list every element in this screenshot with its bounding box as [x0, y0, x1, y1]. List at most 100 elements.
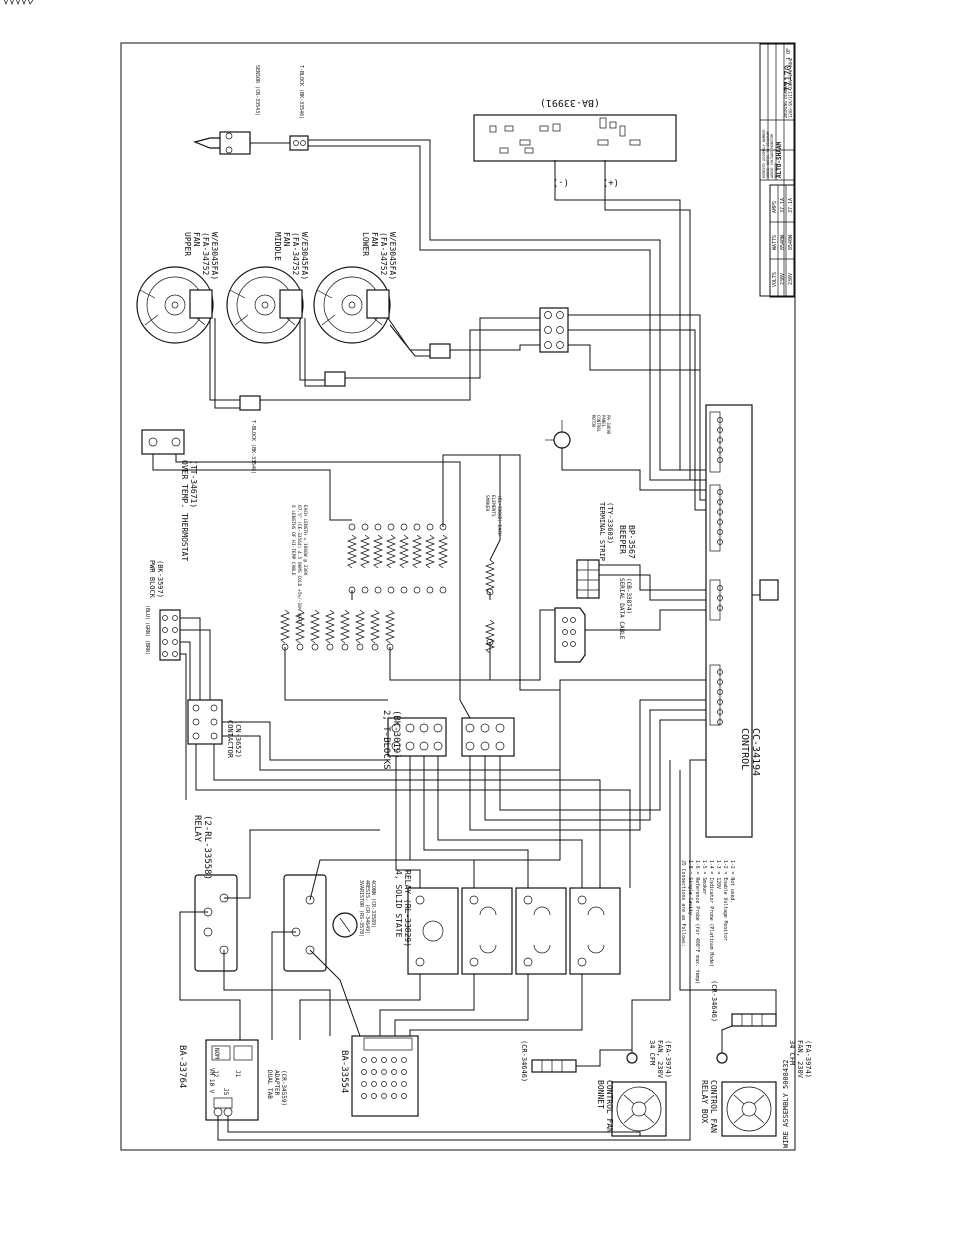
vm-label: VM 10 V — [208, 1068, 215, 1094]
relay-fan-label-1: RELAY BOX — [700, 1080, 709, 1124]
pwr-block — [159, 609, 181, 661]
ba-left-label: BA-33764 — [177, 1045, 187, 1088]
j5-note-7: 1-2 = Enable Voltage Monitor — [722, 860, 728, 941]
wire-blu: (BLU) — [144, 605, 150, 620]
nom-label: NOM — [213, 1048, 220, 1059]
middle-fan-line3: (FA-34752 — [291, 232, 300, 276]
upper-fan-line4: W/E3045FA) — [210, 232, 219, 280]
ssr-label-1: 4, SOLID STATE — [394, 870, 403, 938]
dual-tab-label-3: (CR-34559) — [280, 1070, 287, 1106]
cr-connector-right — [731, 1013, 777, 1027]
relay-spec-2: FAN, 230V — [796, 1040, 804, 1079]
upper-fan-line2: FAN — [192, 232, 201, 247]
ratings-header-amps: AMPS — [772, 201, 778, 213]
board-ba-33991 — [473, 114, 677, 162]
j2-label: J2 — [212, 1070, 219, 1078]
pwr-block-label-2: (BK-3597) — [156, 560, 164, 598]
smoker-note-3: (EL-33662) EACH — [496, 495, 502, 536]
varistor-label-3: 4CONN (CR-33589) — [370, 880, 376, 928]
lower-fan-line1: LOWER — [361, 232, 370, 256]
drawing-title: ZWIRING DIAGRAM — [783, 81, 788, 118]
ratings-row2-amps: 37.1A — [788, 198, 794, 213]
bonnet-control-fan — [611, 1052, 667, 1137]
control-label-2: CC-34194 — [750, 728, 761, 776]
motor-note-2: CONTROL — [596, 415, 601, 432]
bonnet-spec-1: 34 CFM — [648, 1040, 656, 1065]
tblocks-label-2: (BK-3019) — [391, 710, 401, 759]
upper-fan — [136, 266, 214, 344]
middle-fan-line2: FAN — [282, 232, 291, 247]
middle-fan-line1: MIDDLE — [273, 232, 282, 261]
thermostat-label-1: OVER TEMP. THERMOSTAT — [180, 460, 189, 561]
t-blocks — [387, 717, 515, 757]
neg-polarity: (-) — [553, 177, 569, 187]
motor-note-3: PANEL — [601, 415, 606, 428]
relay — [194, 874, 238, 972]
varistor-label-1: 3VARISTOR (RS-3578) — [358, 880, 364, 937]
cr-right-label: (CR-34646) — [710, 980, 718, 1022]
heater-note-2: 67.5" (CE-33564) 4.5 OHMS COLD +5%/-10% … — [296, 505, 302, 624]
pwr-block-label-1: PWR BLOCK — [148, 560, 156, 599]
wiring — [152, 139, 777, 1141]
control-terminals — [717, 417, 723, 725]
j5-note-3: 1-6 = Reference Probe (for 400°F max. te… — [694, 860, 700, 984]
j1-label: J1 — [234, 1070, 241, 1078]
j5-note-6: 1-3 = 120V — [715, 860, 721, 889]
middle-fan-line4: W/E3045FA) — [300, 232, 309, 280]
ba-mid-label: BA-33554 — [339, 1050, 349, 1093]
tblock-fans-label: T-BLOCK (BK-33546) — [250, 420, 256, 474]
terminal-strip-label-1: TERMINAL STRIP — [598, 502, 606, 561]
ratings-row1-volts: 230V — [780, 273, 786, 285]
lower-fan-line3: (FA-34752 — [379, 232, 388, 276]
ratings-table: VOLTS WATTS AMPS 230V 8540W 37.1A 230V 8… — [769, 184, 795, 298]
dual-tab-label-2: ADAPTER — [273, 1070, 280, 1096]
title-block: REMOVED ASSEMBLY NUMBER ADDED NOTES TO D… — [759, 42, 795, 297]
smoker-note-2: ELEMENTS — [490, 495, 496, 517]
ssr-label-2: RELAY (RL-33829) — [403, 870, 412, 947]
pos-polarity: (+) — [603, 177, 619, 187]
bonnet-spec-3: (FA-3974) — [664, 1040, 672, 1078]
board-ba-33764 — [205, 1039, 259, 1121]
bonnet-fan-label-2: CONTROL FAN — [605, 1080, 614, 1133]
lower-fan-line2: FAN — [370, 232, 379, 247]
j5-note-8: 1-2 = Not used. — [729, 860, 735, 903]
varistor-relay — [283, 874, 358, 972]
wire-grn: (GRN) — [144, 622, 150, 637]
tblocks-label-1: 2, T-BLOCKS — [381, 710, 391, 770]
contactor-label-2: (CN-3652) — [234, 720, 242, 758]
heater-note-1: 8 LENGTHS OF HI-TEMP CABLE — [290, 505, 296, 576]
varistor-label-2: 4RESIS. (CR-34649) — [364, 880, 370, 934]
serial-cable-label-2: (CB-33874) — [625, 578, 632, 614]
drawing-subtitle: 1200-SK/III 230V 1PH 50HZ — [788, 57, 793, 118]
upper-fan-line3: (FA-34752 — [201, 232, 210, 276]
beeper-label-2: BP-3567 — [627, 525, 636, 559]
sheet-border — [120, 42, 796, 1151]
relay-label-1: RELAY — [192, 815, 202, 843]
upper-fan-line1: UPPER — [183, 232, 192, 256]
motor-relay-coil — [545, 420, 571, 449]
cr-mid-label: (CR-34646) — [520, 1040, 528, 1082]
beeper-label-1: BEEPER — [618, 525, 627, 554]
dual-tab-label-1: DUAL TAB — [266, 1070, 273, 1099]
fan-tblock-connectors — [239, 307, 569, 411]
ratings-row2-volts: 230V — [788, 273, 794, 285]
drawing-number: 77170 — [784, 65, 794, 92]
ratings-header-volts: VOLTS — [772, 272, 778, 287]
rev-row-4: REVISED — [774, 163, 778, 178]
heater-elements — [0, 0, 495, 654]
sheet-number: 1 OF 1 — [786, 42, 792, 60]
lower-fan — [313, 266, 391, 344]
company-name: ALTO-SHAAM — [776, 141, 783, 178]
relay-box-control-fan — [716, 1052, 777, 1137]
solid-state-relays — [407, 887, 621, 975]
tblock-top-label: T-BLOCK (BK-33546) — [298, 65, 304, 119]
cr-connector-mid — [531, 1059, 577, 1073]
smoker-note-1: SMOKER — [484, 495, 490, 512]
over-temp-thermostat — [141, 429, 185, 455]
terminal-strip-label-2: (TY-33603) — [606, 502, 614, 544]
ratings-header-watts: WATTS — [772, 235, 778, 250]
serial-cable-label-1: SERIAL DATA CABLE — [618, 578, 625, 640]
sensor-label: SENSOR (CN-33543) — [254, 65, 260, 116]
j5-note-5: 1-4 = Indicator Probe (Platinum Mode) — [708, 860, 714, 967]
